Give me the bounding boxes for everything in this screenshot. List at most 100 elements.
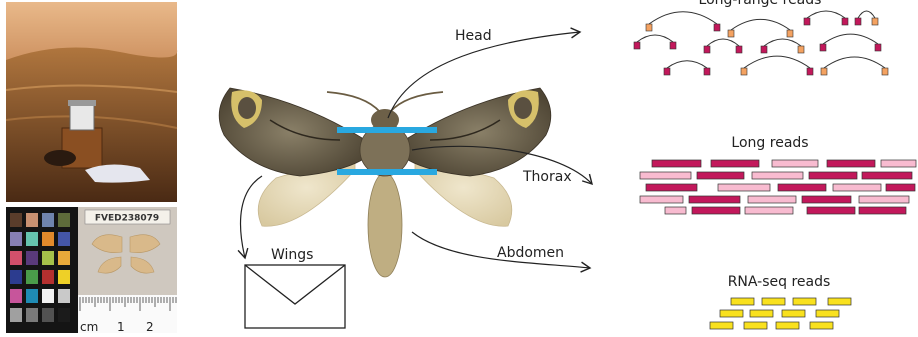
rna-seq-read <box>744 322 767 329</box>
checker-swatch <box>10 270 22 284</box>
rna-seq-reads-title: RNA-seq reads <box>728 274 831 290</box>
long-read <box>859 196 909 203</box>
moth-abdomen <box>368 173 402 277</box>
long-read <box>745 207 793 214</box>
long-range-read-end <box>634 42 640 49</box>
checker-swatch <box>42 270 54 284</box>
long-range-read-end <box>761 46 767 53</box>
rna-seq-read <box>776 322 799 329</box>
long-range-link <box>858 11 875 18</box>
checker-swatch <box>10 213 22 227</box>
long-range-read-end <box>664 68 670 75</box>
long-range-read-end <box>855 18 861 25</box>
long-read <box>665 207 686 214</box>
long-range-read-end <box>820 44 826 51</box>
rna-seq-reads <box>710 298 851 329</box>
rna-seq-read <box>793 298 816 305</box>
long-read <box>881 160 916 167</box>
envelope-icon <box>245 265 345 328</box>
long-read <box>772 160 818 167</box>
long-range-read-end <box>714 24 720 31</box>
label-abdomen: Abdomen <box>497 245 564 261</box>
checker-swatch <box>58 213 70 227</box>
label-thorax: Thorax <box>522 169 572 185</box>
long-read <box>886 184 915 191</box>
checker-swatch <box>58 232 70 246</box>
checker-swatch <box>42 251 54 265</box>
long-range-link <box>731 19 790 30</box>
long-reads-title: Long reads <box>731 135 808 151</box>
checker-swatch <box>26 251 38 265</box>
checker-swatch <box>10 232 22 246</box>
rna-seq-read <box>710 322 733 329</box>
field-trap-photo <box>6 2 177 202</box>
long-read <box>692 207 740 214</box>
long-range-reads-title: Long-range reads <box>699 0 822 8</box>
long-read <box>646 184 697 191</box>
checker-swatch <box>58 270 70 284</box>
long-range-reads <box>634 11 888 75</box>
moth-antenna-left <box>327 92 380 112</box>
label-wings: Wings <box>271 247 313 263</box>
checker-swatch <box>42 232 54 246</box>
ruler-tick-2: 2 <box>146 320 154 334</box>
long-range-read-end <box>842 18 848 25</box>
long-range-link <box>824 57 885 68</box>
long-range-read-end <box>798 46 804 53</box>
long-read <box>833 184 881 191</box>
checker-swatch <box>10 308 22 322</box>
checker-swatch <box>26 213 38 227</box>
long-range-read-end <box>704 46 710 53</box>
long-range-read-end <box>728 30 734 37</box>
long-range-read-end <box>807 68 813 75</box>
rna-seq-read <box>828 298 851 305</box>
rna-seq-read <box>750 310 773 317</box>
checker-swatch <box>58 289 70 303</box>
rna-seq-read <box>816 310 839 317</box>
checker-swatch <box>58 251 70 265</box>
long-read <box>652 160 701 167</box>
long-range-read-end <box>875 44 881 51</box>
label-head: Head <box>455 28 492 44</box>
rna-seq-read <box>720 310 743 317</box>
long-range-read-end <box>882 68 888 75</box>
long-range-read-end <box>670 42 676 49</box>
long-read <box>752 172 803 179</box>
long-range-read-end <box>704 68 710 75</box>
checker-swatch <box>26 232 38 246</box>
checker-swatch <box>10 289 22 303</box>
checker-swatch <box>26 308 38 322</box>
checker-swatch <box>42 289 54 303</box>
long-read <box>748 196 796 203</box>
long-range-link <box>764 39 801 46</box>
long-range-link <box>649 12 717 24</box>
long-range-read-end <box>804 18 810 25</box>
long-read <box>718 184 770 191</box>
long-read <box>827 160 875 167</box>
long-read <box>809 172 857 179</box>
long-range-read-end <box>741 68 747 75</box>
long-range-read-end <box>646 24 652 31</box>
ruler-unit: cm <box>80 320 98 334</box>
long-read <box>697 172 744 179</box>
rna-seq-read <box>762 298 785 305</box>
long-range-link <box>667 61 707 68</box>
rna-seq-read <box>782 310 805 317</box>
ruler: cm 1 2 <box>78 295 177 334</box>
specimen-code: FVED238079 <box>95 214 159 224</box>
long-read <box>640 196 683 203</box>
checker-swatch <box>42 308 54 322</box>
long-read <box>711 160 759 167</box>
long-read <box>807 207 855 214</box>
checker-swatch <box>10 251 22 265</box>
checker-swatch <box>26 289 38 303</box>
ruler-tick-1: 1 <box>117 320 125 334</box>
long-range-read-end <box>787 30 793 37</box>
long-range-link <box>707 39 739 46</box>
long-range-link <box>744 56 810 68</box>
long-range-read-end <box>736 46 742 53</box>
long-read <box>859 207 906 214</box>
checker-swatch <box>58 308 70 322</box>
long-range-link <box>807 11 845 18</box>
